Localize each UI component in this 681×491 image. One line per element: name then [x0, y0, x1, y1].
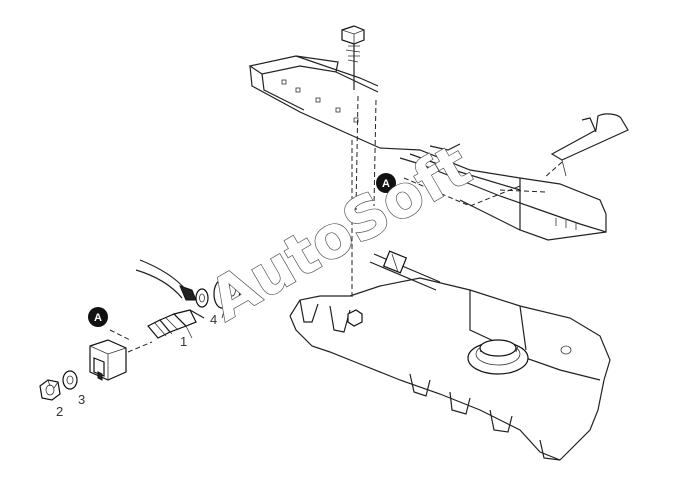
- part-1-sensor: [147, 309, 205, 339]
- valve-cover: [289, 277, 611, 461]
- sensor-wire: [135, 259, 209, 308]
- hex-bolt: [341, 25, 365, 90]
- marker-a-upper: A: [376, 173, 396, 193]
- watermark-text: AutoSoft: [198, 131, 482, 334]
- callout-3: 3: [78, 392, 85, 407]
- breather-tube: [369, 250, 441, 291]
- marker-a-lower: A: [88, 307, 108, 327]
- frame-bracket: [248, 55, 607, 300]
- callout-2: 2: [56, 404, 63, 419]
- callout-4: 4: [210, 312, 217, 327]
- callout-1: 1: [180, 334, 187, 349]
- part-4-washer: [213, 276, 241, 319]
- strap: [543, 113, 629, 179]
- part-2-nut: [39, 379, 61, 401]
- part-3-washer: [62, 370, 78, 390]
- svg-text:A: A: [382, 178, 390, 190]
- svg-text:A: A: [94, 312, 102, 324]
- mounting-bracket: [89, 329, 153, 381]
